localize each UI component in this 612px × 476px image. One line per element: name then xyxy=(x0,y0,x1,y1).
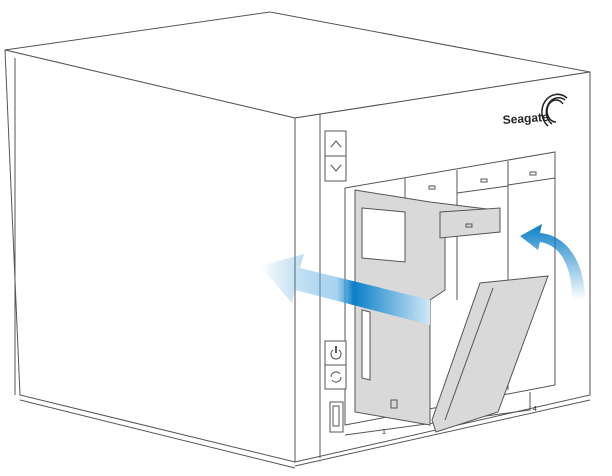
chevron-down-icon xyxy=(330,164,342,172)
scroll-up-button[interactable] xyxy=(324,130,347,157)
sync-icon xyxy=(330,371,342,383)
usb-port[interactable] xyxy=(329,401,344,433)
pull-out-arrow xyxy=(260,254,430,325)
power-icon xyxy=(330,349,342,360)
lift-door-arrow xyxy=(520,224,585,300)
side-face xyxy=(4,49,296,463)
drive-door xyxy=(431,275,549,433)
chevron-up-icon xyxy=(330,140,342,148)
bay-label-1: 1 xyxy=(382,429,386,436)
brand-name: Seagate xyxy=(502,110,549,127)
sync-button[interactable] xyxy=(324,364,347,390)
seagate-logo: Seagate xyxy=(502,93,568,127)
scroll-down-button[interactable] xyxy=(324,155,347,182)
power-button[interactable] xyxy=(324,340,347,366)
bay-label-4: 4 xyxy=(533,406,537,413)
